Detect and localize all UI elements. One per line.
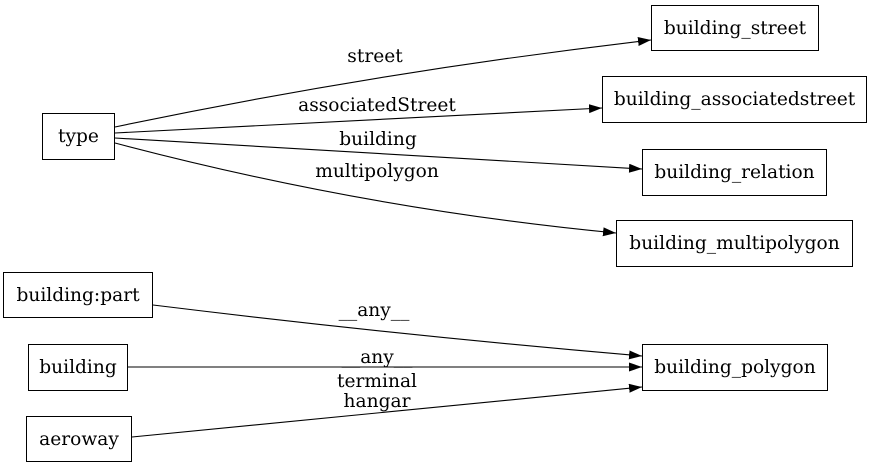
edge-label-any-2: __any__ [341, 347, 413, 368]
edge-label-associatedstreet: associatedStreet [298, 95, 456, 116]
node-label: building_associatedstreet [613, 89, 856, 110]
edge-buildingpart-building_polygon [152, 304, 643, 360]
edge-type-building_relation [114, 137, 643, 173]
node-type: type [42, 113, 115, 160]
edge-label-multipolygon: multipolygon [315, 161, 439, 182]
node-label: building_multipolygon [629, 233, 840, 254]
node-aeroway: aeroway [26, 416, 132, 462]
node-label: building_relation [654, 162, 815, 183]
node-label: building_street [663, 17, 807, 39]
edge-aeroway-building_polygon [131, 383, 643, 438]
edge-label-any-1: __any__ [338, 300, 410, 321]
node-building: building [28, 344, 128, 391]
node-label: building [39, 357, 117, 378]
edge-label-building: building [339, 129, 417, 150]
node-building_polygon: building_polygon [642, 344, 828, 391]
node-label: aeroway [39, 428, 119, 450]
edge-label-terminal-hangar: terminal hangar [337, 371, 417, 412]
node-label: type [58, 126, 99, 147]
edge-type-building_associatedstreet [114, 104, 603, 134]
node-building_street: building_street [651, 5, 819, 51]
edge-type-building_multipolygon [114, 142, 617, 237]
node-building_associatedstreet: building_associatedstreet [602, 76, 867, 123]
node-label: building_polygon [654, 357, 816, 378]
edge-label-street: street [347, 46, 403, 67]
node-building_multipolygon: building_multipolygon [616, 220, 853, 267]
node-building-part: building:part [3, 272, 153, 318]
edge-type-building_street [114, 37, 652, 128]
node-building_relation: building_relation [642, 149, 827, 196]
node-label: building:part [16, 284, 140, 306]
